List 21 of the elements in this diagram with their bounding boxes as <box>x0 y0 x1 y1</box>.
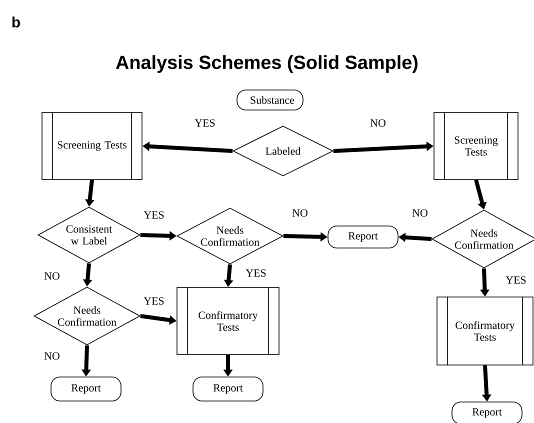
process-box: Screening Tests <box>42 112 142 180</box>
terminal-box: Report <box>50 376 122 402</box>
edge-label: YES <box>506 276 526 284</box>
title: Analysis Schemes (Solid Sample) <box>116 55 418 73</box>
process-box: Confirmatory Tests <box>176 286 280 356</box>
edge-label: YES <box>144 211 164 219</box>
edge-label: NO <box>370 119 386 127</box>
panel-label: b <box>12 16 20 28</box>
process-box: Confirmatory Tests <box>436 296 534 366</box>
edge-label: NO <box>44 272 60 280</box>
edge-label: YES <box>144 297 164 305</box>
terminal-box: Substance <box>236 90 304 110</box>
edge-label: NO <box>44 352 60 360</box>
edge-label: NO <box>412 209 428 217</box>
terminal-box: Report <box>192 376 264 402</box>
terminal-box: Report <box>328 226 398 248</box>
process-box: Screening Tests <box>434 112 518 180</box>
edge-label: NO <box>292 209 308 217</box>
edge-label: YES <box>194 119 215 127</box>
terminal-box: Report <box>452 402 522 423</box>
edge-label: YES <box>246 269 266 277</box>
